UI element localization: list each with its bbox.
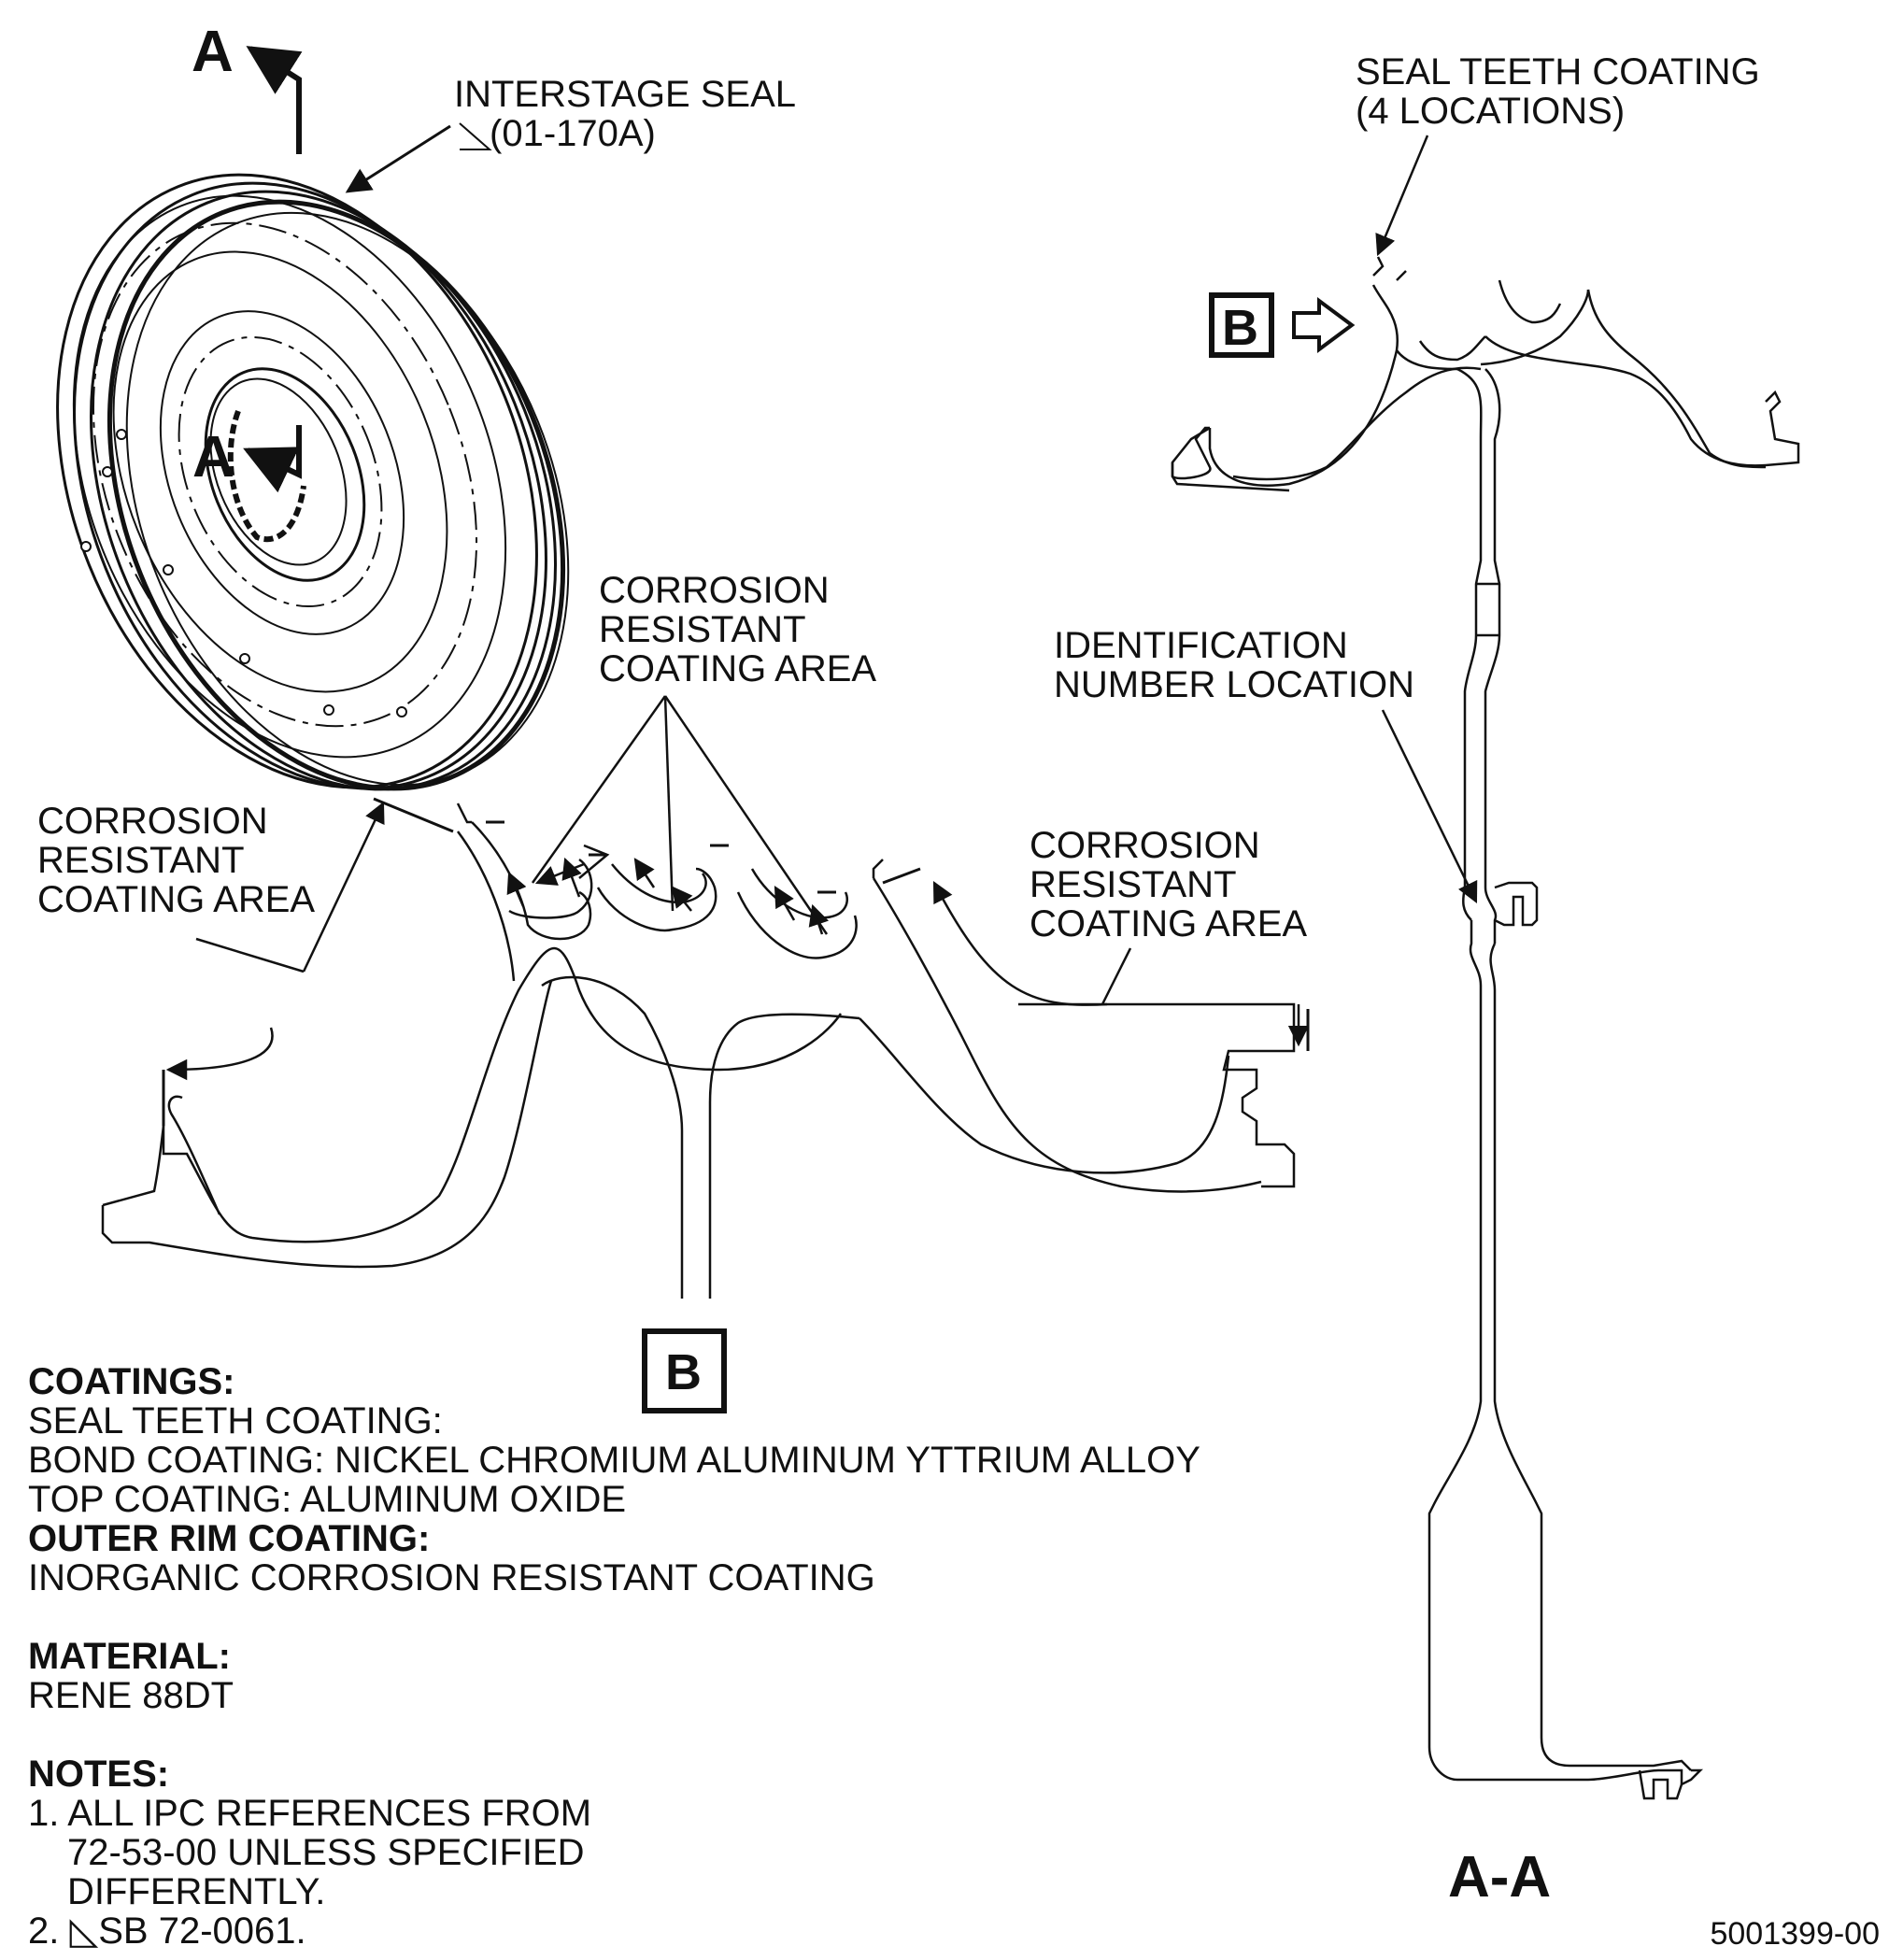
corrosion-left-label-line1: CORROSION bbox=[37, 801, 268, 842]
interstage-seal-isometric bbox=[56, 173, 570, 791]
outer-rim-value: INORGANIC CORROSION RESISTANT COATING bbox=[28, 1557, 875, 1598]
note1-line3: DIFFERENTLY. bbox=[67, 1871, 326, 1912]
seal-teeth-label-line2: (4 LOCATIONS) bbox=[1356, 91, 1625, 132]
seal-teeth-coating-line: SEAL TEETH COATING: bbox=[28, 1400, 443, 1442]
note2: 2. ◺SB 72-0061. bbox=[28, 1910, 306, 1952]
coating-boundary-marks bbox=[162, 797, 1310, 1126]
interstage-seal-label: INTERSTAGE SEAL bbox=[454, 74, 796, 115]
corrosion-right-label-line1: CORROSION bbox=[1030, 825, 1260, 866]
identification-leader bbox=[1381, 709, 1478, 904]
notes-block: COATINGS: SEAL TEETH COATING: BOND COATI… bbox=[28, 1362, 1200, 1951]
view-b-label: B bbox=[665, 1344, 702, 1400]
notes-heading: NOTES: bbox=[28, 1754, 170, 1795]
corrosion-top-label-line3: COATING AREA bbox=[599, 648, 876, 689]
interstage-seal-leader bbox=[345, 124, 451, 193]
interstage-seal-ref: (01-170A) bbox=[490, 113, 656, 154]
note1-line1: 1. ALL IPC REFERENCES FROM bbox=[28, 1793, 592, 1834]
section-title: A-A bbox=[1448, 1845, 1551, 1910]
corrosion-right-label-line2: RESISTANT bbox=[1030, 864, 1237, 905]
corrosion-right-label-line3: COATING AREA bbox=[1030, 903, 1307, 944]
corrosion-left-label-line2: RESISTANT bbox=[37, 840, 245, 881]
corrosion-top-label-line2: RESISTANT bbox=[599, 609, 806, 650]
seal-teeth-leader bbox=[1375, 135, 1429, 257]
corrosion-left-leader bbox=[195, 937, 305, 973]
corrosion-left-label-line3: COATING AREA bbox=[37, 879, 315, 920]
view-b-marker-box bbox=[1209, 292, 1274, 358]
material-value: RENE 88DT bbox=[28, 1675, 234, 1716]
section-cut-arrows bbox=[243, 46, 303, 493]
seal-teeth-label-line1: SEAL TEETH COATING bbox=[1356, 51, 1760, 92]
view-b-arrow-icon bbox=[1292, 297, 1356, 353]
corrosion-right-leader bbox=[1101, 947, 1132, 1005]
top-coating-line: TOP COATING: ALUMINUM OXIDE bbox=[28, 1479, 627, 1520]
note1-line2: 72-53-00 UNLESS SPECIFIED bbox=[67, 1832, 585, 1873]
coatings-heading: COATINGS: bbox=[28, 1361, 235, 1402]
view-b-label-box bbox=[642, 1328, 727, 1413]
identification-label-line1: IDENTIFICATION bbox=[1054, 625, 1348, 666]
view-b-marker: B bbox=[1222, 300, 1258, 356]
material-heading: MATERIAL: bbox=[28, 1636, 231, 1677]
revision-triangle bbox=[459, 122, 492, 150]
section-a-a-profile bbox=[1171, 256, 1800, 1800]
identification-label-line2: NUMBER LOCATION bbox=[1054, 664, 1414, 705]
section-mark-top: A bbox=[192, 20, 234, 84]
section-mark-bottom: A bbox=[192, 425, 234, 490]
figure-number: 5001399-00 bbox=[1710, 1916, 1880, 1952]
corrosion-top-label-line1: CORROSION bbox=[599, 570, 830, 611]
outer-rim-heading: OUTER RIM COATING: bbox=[28, 1518, 431, 1559]
detail-b-profile bbox=[101, 802, 1296, 1299]
corrosion-arrows bbox=[165, 801, 1310, 1081]
corrosion-top-leaders bbox=[531, 695, 829, 935]
section-a-a-left-wing bbox=[1232, 366, 1482, 481]
bond-coating-line: BOND COATING: NICKEL CHROMIUM ALUMINUM Y… bbox=[28, 1440, 1200, 1481]
